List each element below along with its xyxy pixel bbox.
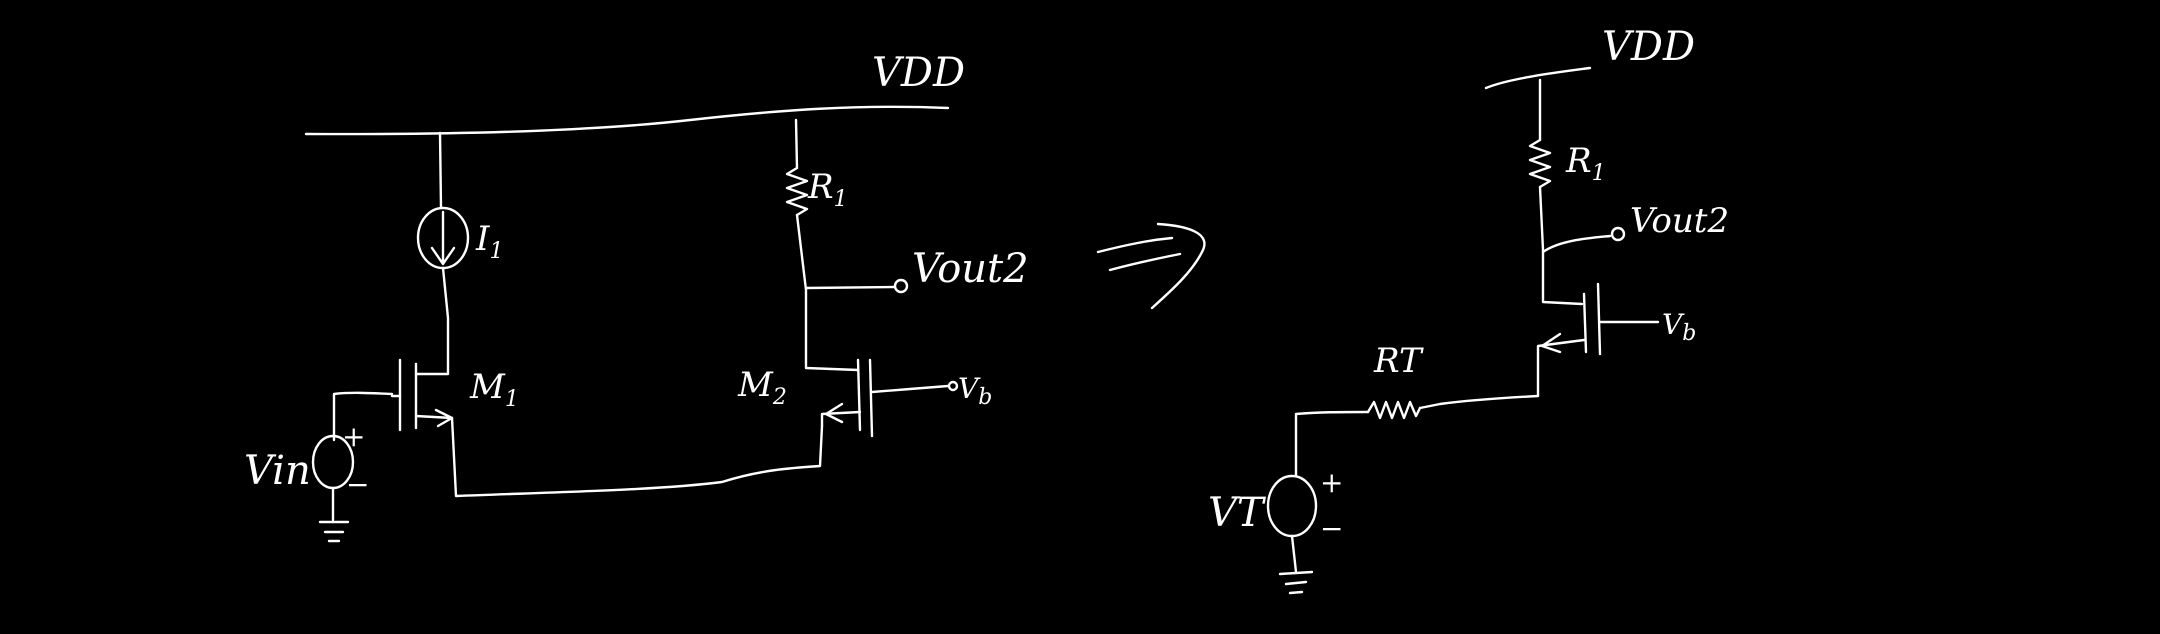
m2-label: M2	[737, 365, 787, 410]
vout2-terminal[interactable]	[893, 278, 909, 294]
right-vout2-label: Vout2	[1630, 201, 1729, 241]
r1-resistor-zigzag	[785, 166, 809, 217]
right-vout2-tap-wire	[1541, 234, 1612, 254]
right-source-arrow-icon	[1540, 332, 1562, 354]
right-ground-icon	[1278, 570, 1314, 595]
rt-label: RT	[1373, 341, 1424, 381]
m2-gate-plate	[868, 358, 874, 438]
r1-top-wire	[794, 118, 799, 170]
vt-label: VT	[1208, 490, 1267, 536]
vb-label: Vb	[958, 372, 992, 410]
right-transistor-channel	[1582, 292, 1588, 354]
right-source-wire	[1536, 338, 1586, 398]
m2-source-wire	[820, 410, 862, 428]
vt-plus-sign: +	[1320, 466, 1343, 499]
m2-source-arrow-icon	[824, 402, 844, 424]
right-circuit: VDD R1 Vout2 Vb RT + − VT	[1208, 24, 1729, 595]
right-r1-label: R1	[1565, 141, 1606, 186]
left-circuit: VDD I1 M1 + − Vin R1 Vout2	[244, 50, 1029, 543]
m1-label: M1	[469, 367, 519, 412]
rt-left-wire	[1294, 410, 1370, 478]
right-transistor-gate-plate	[1596, 282, 1602, 356]
vdd-rail	[304, 105, 950, 136]
m2-gate-wire	[870, 384, 950, 394]
vt-source-symbol	[1266, 474, 1318, 538]
right-vdd-rail	[1484, 66, 1592, 90]
left-branch-wire	[438, 131, 443, 210]
left-ground-icon	[318, 520, 350, 543]
vin-label: Vin	[244, 448, 311, 494]
rt-right-wire	[1418, 394, 1540, 410]
m1-drain-wire	[414, 266, 450, 376]
vout2-tap-wire	[804, 285, 896, 290]
vdd-label: VDD	[872, 50, 965, 96]
vt-minus-sign: −	[1320, 512, 1343, 545]
r1-label: R1	[807, 167, 848, 212]
vt-ground-wire	[1290, 534, 1298, 574]
equivalence-arrow-icon	[1096, 222, 1206, 310]
current-source-label: I1	[475, 219, 503, 264]
m2-channel	[856, 358, 862, 432]
right-r1-resistor-zigzag	[1528, 138, 1552, 189]
vin-minus-sign: −	[346, 468, 369, 501]
right-vdd-label: VDD	[1602, 24, 1695, 70]
rt-resistor-zigzag	[1366, 400, 1422, 420]
left-bottom-wire	[450, 416, 824, 498]
vin-gate-wire	[332, 391, 394, 442]
vin-plus-sign: +	[342, 420, 365, 453]
right-vb-label: Vb	[1662, 308, 1696, 346]
right-vout2-terminal[interactable]	[1610, 226, 1626, 242]
r1-bottom-wire	[795, 213, 860, 372]
current-source-arrow-icon	[430, 210, 456, 266]
right-r1-bottom-wire	[1538, 185, 1584, 306]
m1-source-wire	[414, 414, 454, 420]
vb-terminal[interactable]	[947, 380, 959, 392]
vout2-label: Vout2	[912, 246, 1029, 292]
